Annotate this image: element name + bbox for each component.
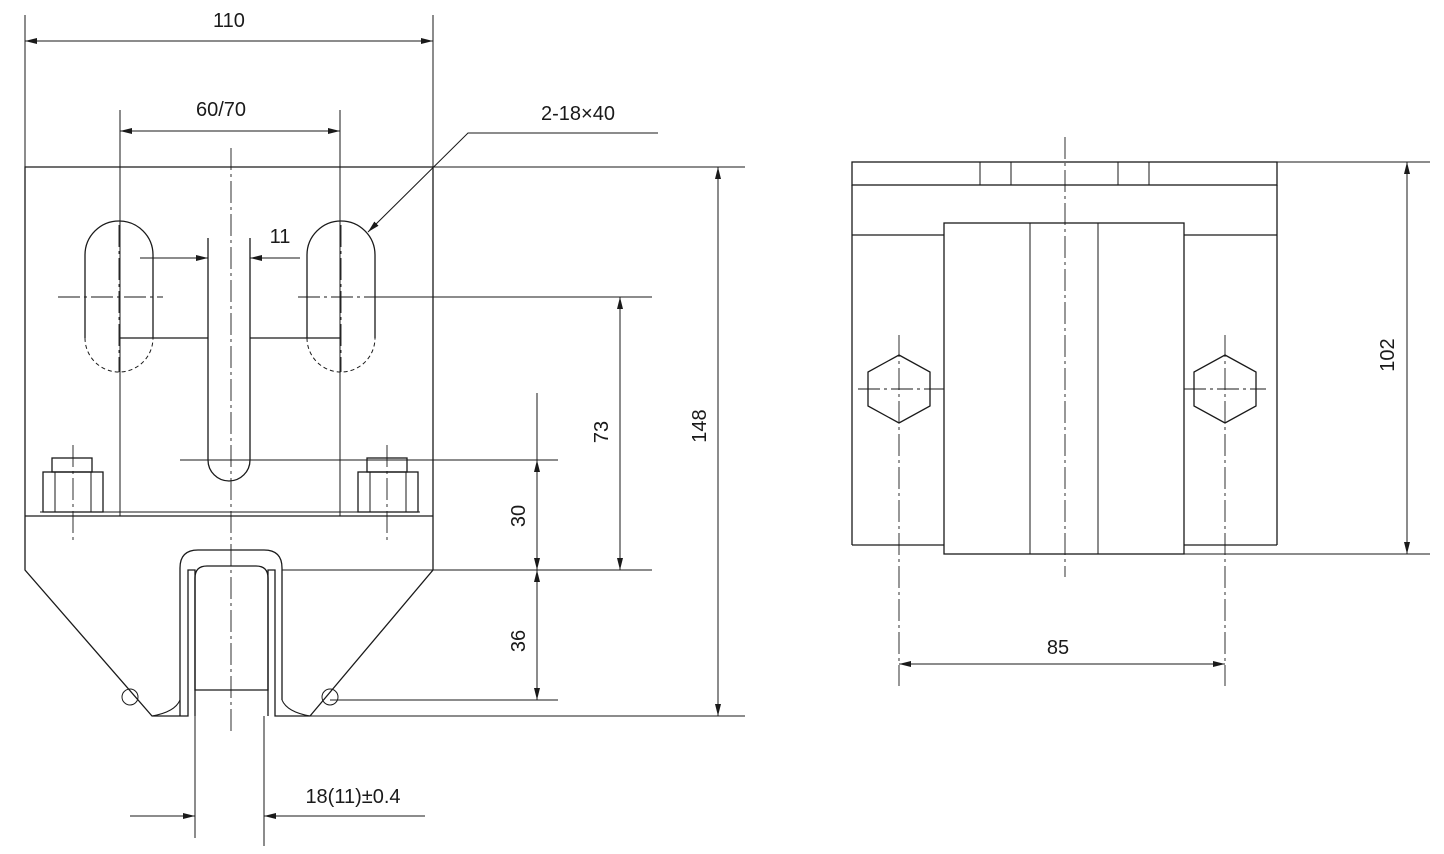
dim-85-label: 85 (1047, 637, 1069, 659)
guide-shoe-block (943, 222, 1185, 555)
dim-30-label: 30 (508, 505, 530, 527)
dim-slot-spacing-label: 60/70 (196, 99, 246, 121)
guide-channel-lip-left (151, 699, 181, 717)
front-view: 110 60/70 2-18×40 11 73 148 30 36 (24, 10, 745, 846)
slot-right (306, 220, 376, 338)
roller-left (121, 688, 139, 706)
slot-right-hidden (306, 337, 376, 373)
slot-left-hidden (84, 337, 154, 373)
dim-110-label: 110 (213, 10, 245, 32)
slot-callout-leader (367, 132, 658, 233)
guide-channel-lip-right (281, 699, 311, 717)
dim-148-label: 148 (689, 409, 711, 442)
plate-outline (24, 166, 434, 717)
slot-callout-label: 2-18×40 (541, 103, 615, 125)
slot-left (84, 220, 154, 338)
dim-gap-label: 18(11)±0.4 (305, 786, 400, 808)
dim-11-label: 11 (270, 226, 291, 248)
guide-channel-inner (194, 565, 269, 716)
center-slot (207, 238, 251, 482)
dim-102-label: 102 (1377, 338, 1399, 371)
dim-73-label: 73 (591, 421, 613, 443)
bolt-right (357, 445, 419, 540)
side-view: 102 85 (851, 137, 1430, 686)
dim-36-label: 36 (508, 630, 530, 652)
roller-right (321, 688, 339, 706)
top-strip (851, 161, 1278, 186)
bolt-left (42, 445, 104, 540)
